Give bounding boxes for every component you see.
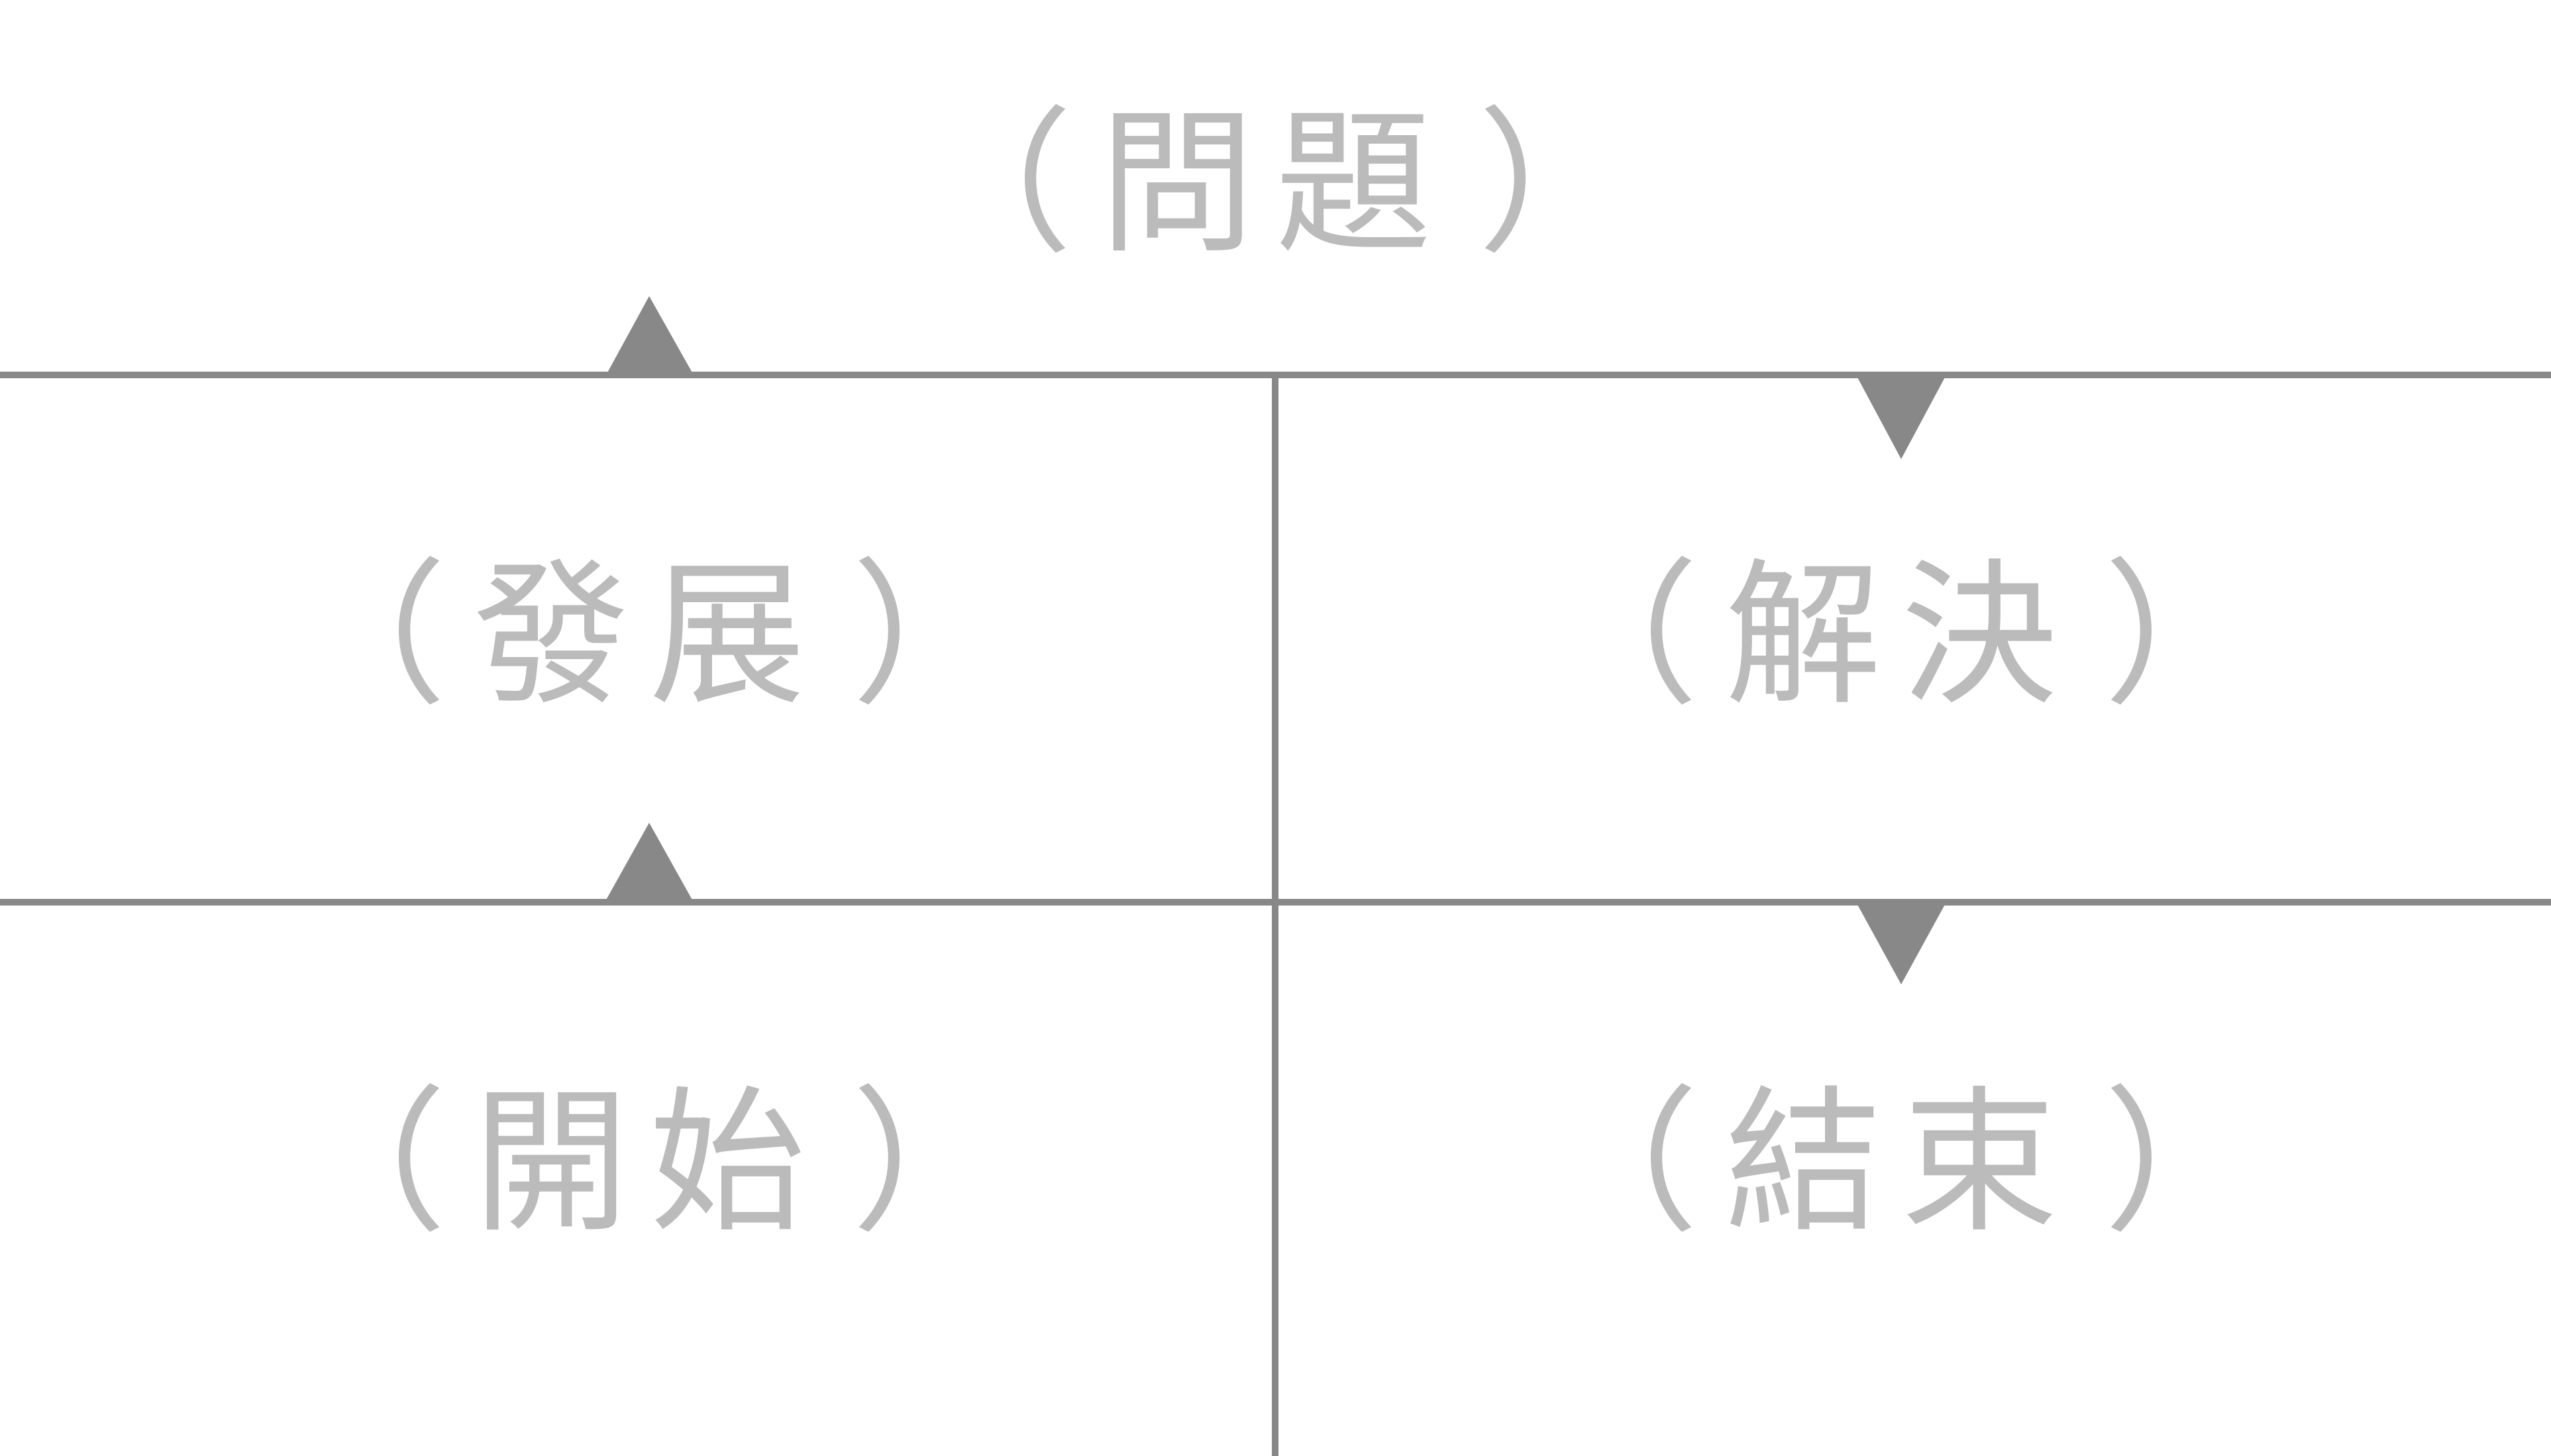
label-ending: （結束） [1516,1085,2287,1241]
label-ending-text: 結束 [1724,1072,2078,1254]
arrow-down-middle-right [1856,902,1946,984]
arrow-up-middle-left [605,823,694,902]
paren-close: ） [2104,1072,2261,1254]
label-solution-text: 解決 [1724,545,2078,727]
arrow-up-top-left [606,296,694,375]
paren-open: （ [1541,1072,1698,1254]
paren-close: ） [852,1072,1009,1254]
paren-open: （ [289,1072,446,1254]
paren-open: （ [915,93,1072,275]
label-problem-text: 問題 [1098,93,1452,275]
label-problem: （問題） [890,106,1661,262]
paren-open: （ [289,545,446,727]
label-development-text: 發展 [472,545,826,727]
paren-close: ） [2104,545,2261,727]
paren-close: ） [852,545,1009,727]
paren-open: （ [1541,545,1698,727]
paren-close: ） [1478,93,1635,275]
label-development: （發展） [264,558,1035,714]
arrow-down-top-right [1856,375,1946,459]
label-solution: （解決） [1516,558,2287,714]
label-beginning: （開始） [264,1085,1035,1241]
label-beginning-text: 開始 [472,1072,826,1254]
